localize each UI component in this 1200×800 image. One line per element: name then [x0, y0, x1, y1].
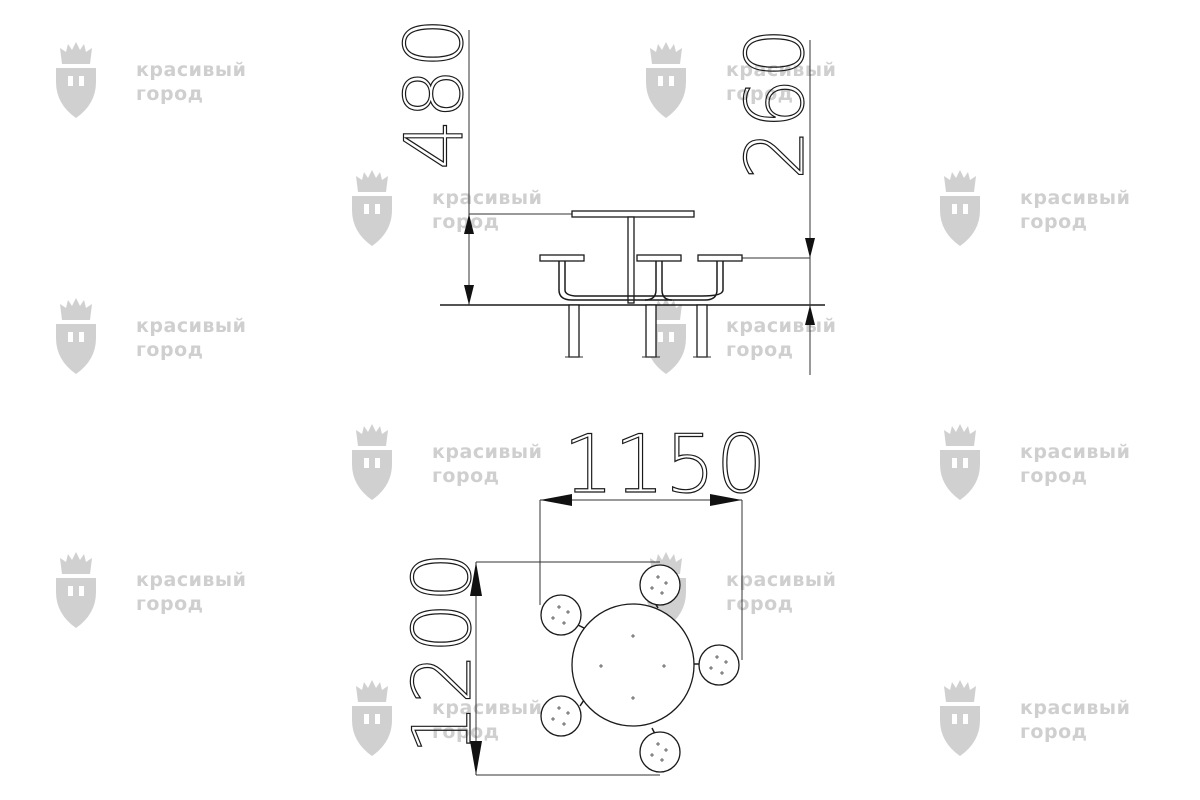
watermark-12: красивый город	[940, 680, 1130, 756]
svg-text:красивый: красивый	[432, 187, 542, 209]
watermark-5: красивый город	[56, 298, 246, 374]
seat-plan-top-right	[639, 564, 681, 606]
svg-text:город: город	[726, 593, 793, 615]
svg-text:город: город	[136, 593, 203, 615]
svg-text:красивый: красивый	[432, 441, 542, 463]
seat-plan-left-bottom	[540, 695, 582, 737]
svg-text:город: город	[432, 721, 499, 743]
watermark-6: красивый город	[646, 298, 836, 374]
dim-1200-label: 1200	[396, 551, 489, 755]
dim-480-label: 480	[388, 17, 481, 170]
watermark-3: красивый город	[352, 170, 542, 246]
svg-text:город: город	[136, 83, 203, 105]
svg-text:город: город	[726, 83, 793, 105]
seat-plan-right	[698, 644, 740, 686]
dim-480-arrow-top	[464, 214, 474, 234]
leg-middle-underground	[645, 304, 657, 358]
svg-text:красивый: красивый	[136, 569, 246, 591]
dim-260-arrow-top	[805, 238, 815, 258]
svg-text:город: город	[432, 465, 499, 487]
watermark-9: красивый город	[56, 552, 246, 628]
svg-text:красивый: красивый	[136, 59, 246, 81]
svg-text:красивый: красивый	[726, 569, 836, 591]
dim-260-label: 260	[729, 27, 822, 180]
watermark-11: красивый город	[352, 680, 542, 756]
watermark-7: красивый город	[352, 424, 542, 500]
svg-text:город: город	[1020, 465, 1087, 487]
seat-right-side	[697, 254, 743, 262]
watermark-8: красивый город	[940, 424, 1130, 500]
frame-bar-mid	[644, 289, 657, 301]
connector-left-top	[577, 624, 585, 629]
seat-middle-side	[636, 254, 682, 262]
svg-text:красивый: красивый	[1020, 187, 1130, 209]
svg-text:красивый: красивый	[726, 59, 836, 81]
watermark-4: красивый город	[940, 170, 1130, 246]
seat-plan-left-top	[540, 594, 582, 636]
dim-1200-arrow-top	[470, 562, 482, 596]
frame-bar-mid-2	[661, 289, 673, 301]
frame-bar-upper	[558, 289, 718, 301]
table-top-plan	[571, 603, 695, 727]
watermark-1: красивый город	[56, 42, 246, 118]
svg-text:красивый: красивый	[726, 315, 836, 337]
watermark-10: красивый город	[646, 552, 836, 628]
watermark-2: красивый город	[646, 42, 836, 118]
svg-text:красивый: красивый	[432, 697, 542, 719]
dim-1150-arrow-right	[710, 494, 742, 506]
table-post-side	[627, 216, 635, 304]
leg-right-underground	[696, 304, 708, 358]
svg-text:город: город	[1020, 211, 1087, 233]
frame-bar-lower	[564, 289, 724, 297]
dim-1150-label: 1150	[563, 418, 767, 511]
table-top-side	[571, 210, 695, 218]
seat-left-side	[539, 254, 585, 262]
plan-view: 1150 1200	[395, 417, 767, 776]
table-top-screws	[599, 634, 666, 700]
svg-text:город: город	[136, 339, 203, 361]
side-elevation-view: 480 260	[387, 17, 825, 375]
svg-text:красивый: красивый	[136, 315, 246, 337]
dim-260-arrow-bottom	[805, 305, 815, 325]
leg-left-underground	[568, 304, 580, 358]
svg-text:красивый: красивый	[1020, 441, 1130, 463]
dim-1150-arrow-left	[540, 494, 572, 506]
dim-1200-arrow-bottom	[470, 741, 482, 775]
seat-plan-bottom-right	[639, 731, 681, 773]
svg-text:красивый: красивый	[1020, 697, 1130, 719]
dim-480-arrow-bottom	[464, 285, 474, 305]
svg-text:город: город	[1020, 721, 1087, 743]
svg-text:город: город	[432, 211, 499, 233]
svg-text:город: город	[726, 339, 793, 361]
